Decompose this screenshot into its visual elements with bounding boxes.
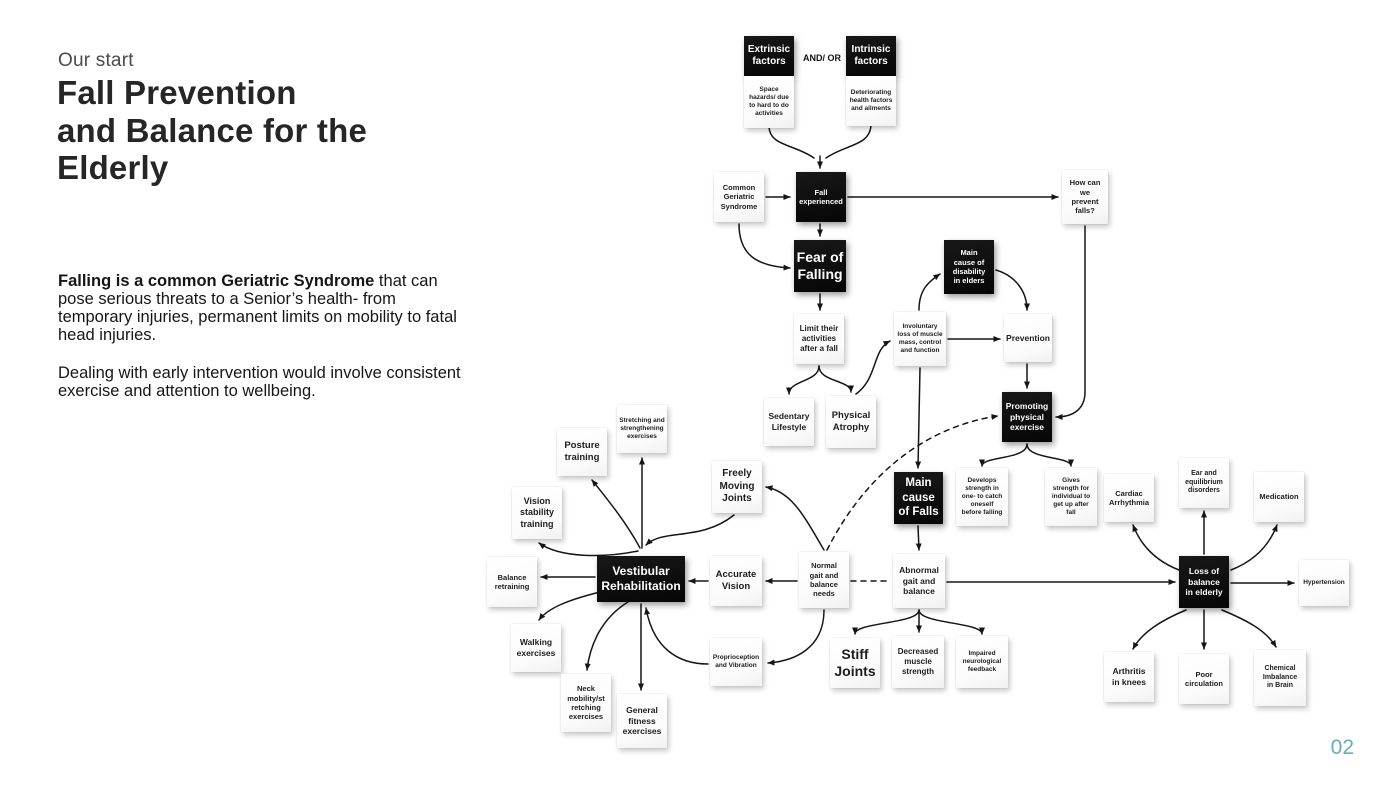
note-involuntary-loss: Involuntary loss of muscle mass, control… [894, 312, 946, 366]
note-gives-strength: Gives strength for individual to get up … [1045, 468, 1097, 526]
note-promoting-exercise: Promoting physical exercise [1002, 392, 1052, 442]
note-poor-circulation: Poor circulation [1179, 654, 1229, 704]
note-balance-retraining: Balance retraining [487, 557, 537, 607]
note-stretching: Stretching and strengthening exercises [617, 405, 667, 453]
note-deteriorating: Deteriorating health factors and ailment… [846, 76, 896, 126]
note-decreased-muscle: Decreased muscle strength [892, 636, 944, 688]
note-general-fitness: General fitness exercises [617, 694, 667, 748]
note-common-geriatric: Common Geriatric Syndrome [714, 172, 764, 222]
note-impaired-neuro: Impaired neurological feedback [956, 636, 1008, 688]
note-space-hazards: Space hazards/ due to hard to do activit… [744, 76, 794, 128]
note-prevention: Prevention [1004, 314, 1052, 362]
page-number: 02 [1330, 736, 1354, 759]
note-posture: Posture training [557, 428, 607, 476]
note-arthritis: Arthritis in knees [1104, 652, 1154, 702]
note-walking: Walking exercises [511, 624, 561, 672]
note-proprioception: Proprioception and Vibration [710, 638, 762, 686]
note-hypertension: Hypertension [1299, 560, 1349, 606]
intro-text: Falling is a common Geriatric Syndrome t… [58, 272, 472, 419]
note-sedentary: Sedentary Lifestyle [764, 398, 814, 446]
note-medication: Medication [1254, 472, 1304, 522]
note-vestibular: Vestibular Rehabilitation [597, 556, 685, 602]
note-loss-balance: Loss of balance in elderly [1179, 556, 1229, 608]
intro-lead-rest: that can pose serious threats to a Senio… [58, 272, 457, 345]
note-freely-moving: Freely Moving Joints [712, 461, 762, 513]
note-fall-experienced: Fall experienced [796, 172, 846, 222]
note-intrinsic: Intrinsic factors [846, 36, 896, 76]
note-accurate-vision: Accurate Vision [710, 556, 762, 606]
note-main-cause-falls: Main cause of Falls [894, 472, 943, 524]
intro-paragraph-2: Dealing with early intervention would in… [58, 363, 461, 400]
note-stiff-joints: Stiff Joints [830, 638, 880, 688]
note-chemical-imbalance: Chemical Imbalance in Brain [1254, 650, 1306, 706]
note-abnormal-gait: Abnormal gait and balance [893, 554, 945, 608]
slide-title: Fall Prevention and Balance for the Elde… [57, 74, 368, 187]
note-limit-activities: Limit their activities after a fall [794, 314, 844, 364]
note-neck-mobility: Neck mobility/st retching exercises [561, 674, 611, 732]
note-vision-stability: Vision stability training [512, 487, 562, 539]
note-how-prevent: How can we prevent falls? [1062, 170, 1108, 224]
note-develops-strength: Develops strength in one- to catch onese… [956, 468, 1008, 526]
slide-kicker: Our start [58, 50, 134, 71]
intro-paragraph-1: Falling is a common Geriatric Syndrome t… [58, 272, 472, 345]
note-atrophy: Physical Atrophy [826, 396, 876, 448]
note-cardiac: Cardiac Arrhythmia [1104, 474, 1154, 522]
note-extrinsic: Extrinsic factors [744, 36, 794, 76]
note-fear-falling: Fear of Falling [794, 240, 846, 292]
intro-lead-bold: Falling is a common Geriatric Syndrome [58, 272, 375, 290]
and-or-connector-label: AND/ OR [803, 53, 841, 64]
note-ear-equilibrium: Ear and equilibrium disorders [1179, 458, 1229, 508]
note-main-disability: Main cause of disability in elders [944, 240, 994, 294]
note-normal-gait: Normal gait and balance needs [799, 552, 849, 608]
